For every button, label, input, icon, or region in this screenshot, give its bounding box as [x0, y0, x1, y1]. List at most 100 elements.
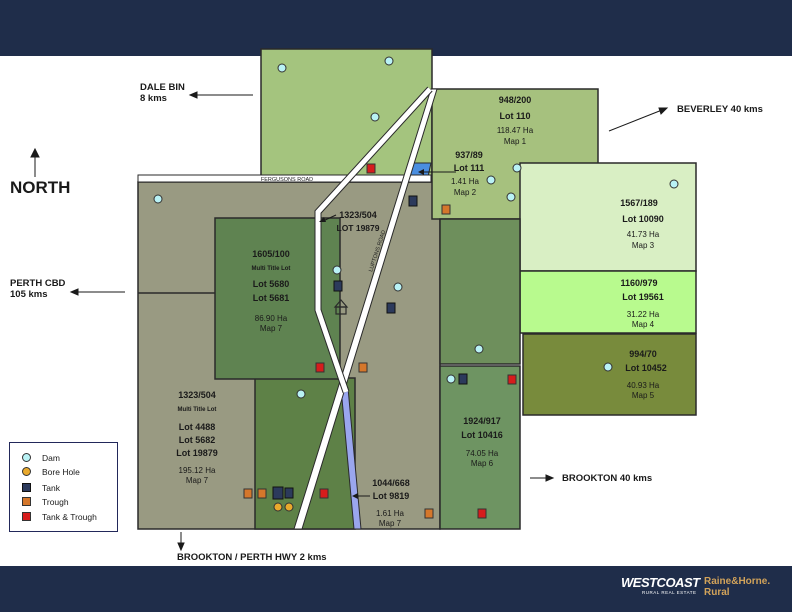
dam-icon	[370, 112, 380, 122]
svg-text:1.41 Ha: 1.41 Ha	[451, 177, 480, 186]
svg-text:195.12 Ha: 195.12 Ha	[179, 466, 216, 475]
lot-10416-parcel[interactable]	[439, 365, 521, 530]
svg-text:Map 6: Map 6	[471, 459, 494, 468]
lot-10452-parcel[interactable]	[522, 333, 697, 416]
bore-hole-icon	[273, 502, 283, 512]
lot-5682-number: Lot 5682	[179, 435, 216, 445]
house-icon	[333, 299, 349, 315]
dam-icon	[603, 362, 613, 372]
perth-cbd-label: PERTH CBD 105 kms	[10, 278, 66, 300]
dam-icon	[22, 453, 31, 462]
tank-icon	[408, 195, 418, 207]
lot-4488-title: 1323/504	[178, 390, 216, 400]
svg-text:Map 7: Map 7	[186, 476, 209, 485]
lot-5680-title: 1605/100	[252, 249, 290, 259]
dam-icon	[446, 374, 456, 384]
tank-trough-icon	[319, 488, 329, 499]
raine-horne-logo: Raine&Horne. Rural	[704, 576, 771, 598]
trough-icon	[358, 362, 368, 373]
tanks	[272, 195, 468, 500]
trough-icon	[424, 508, 434, 519]
lot-5680-number: Lot 5680	[253, 279, 290, 289]
lot-labels: 948/200 Lot 110 937/89 Lot 111 1323/504 …	[176, 95, 667, 501]
dam-icon	[512, 163, 522, 173]
svg-text:Map 5: Map 5	[632, 391, 655, 400]
lot-110-number: Lot 110	[499, 111, 530, 121]
dam-icon	[153, 194, 163, 204]
lot-area-labels: 118.47 Ha Map 1 1.41 Ha Map 2 41.73 Ha M…	[179, 126, 660, 528]
trough-icon	[243, 488, 253, 499]
tank-icon	[272, 486, 284, 500]
tank-icon	[22, 483, 31, 492]
dam-icon	[384, 56, 394, 66]
westcoast-logo-subtitle: RURAL REAL ESTATE	[642, 590, 697, 595]
dam-icon	[277, 63, 287, 73]
lot-19561-title: 1160/979	[620, 278, 657, 288]
lot-10452-number: Lot 10452	[625, 363, 667, 373]
trough-icon	[441, 204, 451, 215]
dam-icon	[486, 175, 496, 185]
svg-text:Map 4: Map 4	[632, 320, 655, 329]
dam-icon	[393, 282, 403, 292]
tank-icon	[386, 302, 396, 314]
dam-icon	[296, 389, 306, 399]
lot-10416-title: 1924/917	[463, 416, 501, 426]
bore-holes	[273, 502, 294, 512]
lot-4488-number: Lot 4488	[179, 422, 216, 432]
svg-text:31.22 Ha: 31.22 Ha	[627, 310, 660, 319]
lot-19561-parcel[interactable]	[519, 270, 697, 334]
lot-19561-number: Lot 19561	[622, 292, 664, 302]
tank-trough-icon	[507, 374, 517, 385]
beverley-label: BEVERLEY 40 kms	[677, 104, 763, 115]
north-label: NORTH	[10, 178, 71, 197]
lot-5681-number: Lot 5681	[253, 293, 290, 303]
lot-5680-subtitle: Multi Title Lot	[252, 266, 291, 272]
dale-bin-label: DALE BIN 8 kms	[140, 82, 185, 104]
svg-text:Map 7: Map 7	[260, 324, 283, 333]
lot-9819-number: Lot 9819	[373, 491, 410, 501]
svg-text:86.90 Ha: 86.90 Ha	[255, 314, 288, 323]
svg-text:118.47 Ha: 118.47 Ha	[497, 126, 534, 135]
tank-trough-icon	[22, 512, 31, 521]
svg-text:74.05 Ha: 74.05 Ha	[466, 449, 499, 458]
lot-10090-title: 1567/189	[620, 198, 658, 208]
svg-text:Map 2: Map 2	[454, 188, 477, 197]
lot-10416-number: Lot 10416	[461, 430, 503, 440]
dam-icon	[506, 192, 516, 202]
svg-text:Map 1: Map 1	[504, 137, 527, 146]
svg-text:1.61 Ha: 1.61 Ha	[376, 509, 405, 518]
bore-hole-icon	[284, 502, 294, 512]
westcoast-logo: WESTCOAST	[621, 575, 700, 590]
lot-111-title: 937/89	[455, 150, 483, 160]
fergusons-road-label: FERGUSONS ROAD	[261, 177, 313, 183]
trough-icon	[22, 497, 31, 506]
bore-hole-icon	[22, 467, 31, 476]
troughs	[243, 204, 451, 519]
map-legend: Dam Bore Hole Tank Trough Tank & Trough	[9, 442, 118, 532]
lot-10090-number: Lot 10090	[622, 214, 664, 224]
svg-text:Map 3: Map 3	[632, 241, 655, 250]
parcel-east-middle[interactable]	[439, 218, 521, 365]
brookton-perth-hwy-label: BROOKTON / PERTH HWY 2 kms	[177, 552, 327, 563]
brookton-east-label: BROOKTON 40 kms	[562, 473, 653, 484]
dam-icon	[474, 344, 484, 354]
dam-icon	[669, 179, 679, 189]
dam-icon	[332, 265, 342, 275]
lot-110-title: 948/200	[499, 95, 532, 105]
header-band	[0, 0, 792, 56]
tank-trough-icon	[315, 362, 325, 373]
lot-10090-parcel[interactable]	[519, 162, 697, 272]
tank-trough-icon	[477, 508, 487, 519]
svg-text:41.73 Ha: 41.73 Ha	[627, 230, 660, 239]
svg-text:40.93 Ha: 40.93 Ha	[627, 381, 660, 390]
tank-icon	[284, 487, 294, 499]
lot-19879-title: 1323/504	[339, 210, 377, 220]
lot-19879-multi-number: Lot 19879	[176, 448, 218, 458]
lot-10452-title: 994/70	[629, 349, 657, 359]
tank-icon	[333, 280, 343, 292]
fergusons-road	[137, 174, 432, 183]
lot-19879-number: LOT 19879	[337, 223, 380, 233]
lot-4488-subtitle: Multi Title Lot	[178, 407, 217, 413]
footer-band	[0, 566, 792, 612]
